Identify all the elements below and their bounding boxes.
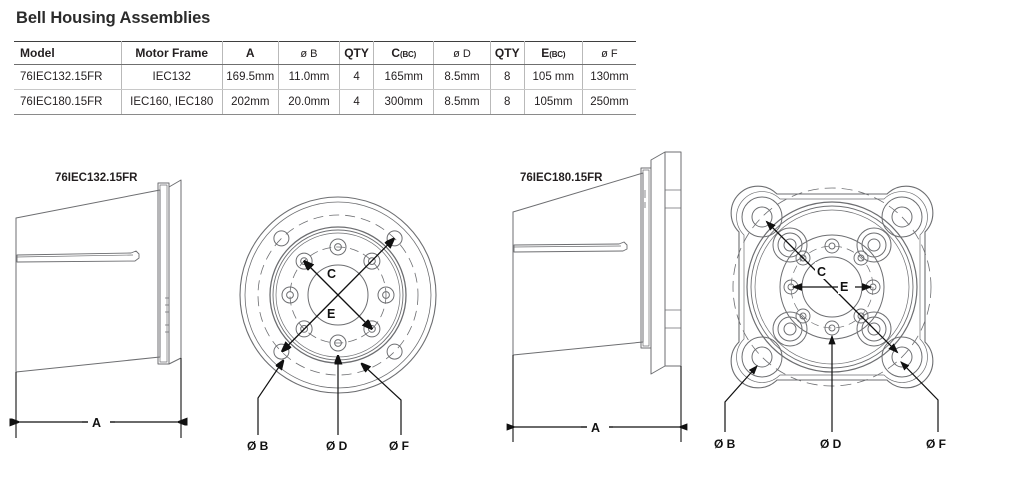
- cell-c: 165mm: [373, 64, 435, 90]
- spec-table-container: Model Motor Frame A ø B QTY C(: [14, 41, 636, 115]
- cell-b: 20.0mm: [278, 89, 340, 115]
- cell-qty-1: 4: [338, 89, 375, 115]
- column-header-e: E(BC): [523, 41, 583, 65]
- cell-b: 11.0mm: [278, 64, 340, 90]
- callout-b-right: Ø B: [714, 437, 736, 451]
- dimension-arrows-left: [283, 239, 394, 351]
- callout-d-left: Ø D: [326, 439, 348, 453]
- column-header-a: A: [221, 41, 279, 65]
- cell-qty-1: 4: [338, 64, 375, 90]
- callout-c-right-bg: [815, 262, 833, 279]
- column-header-qty-2: QTY: [489, 41, 525, 65]
- cell-f: 130mm: [581, 64, 636, 90]
- callout-e-left: E: [327, 307, 335, 321]
- table-body: 76IEC132.15FR IEC132 169.5mm 11.0mm 4 16…: [14, 64, 636, 115]
- leader-lines-right: [724, 334, 939, 432]
- column-header-c: C(BC): [373, 41, 435, 65]
- drawing-left-svg: C E Ø B Ø D Ø F A: [0, 179, 437, 453]
- table-row: 76IEC180.15FR IEC160, IEC180 202mm 20.0m…: [14, 89, 636, 115]
- column-header-model: Model: [14, 41, 122, 65]
- callout-e-right: E: [840, 280, 848, 294]
- column-header-f: ø F: [581, 41, 636, 65]
- cell-qty-2: 8: [489, 89, 525, 115]
- side-profile-left: [15, 179, 182, 373]
- cell-qty-2: 8: [489, 64, 525, 90]
- callout-d-right: Ø D: [820, 437, 842, 451]
- callout-e-right-bg: [838, 277, 855, 294]
- drawing-label-left: 76IEC132.15FR: [55, 172, 138, 184]
- cell-model: 76IEC132.15FR: [14, 64, 122, 90]
- page-title: Bell Housing Assemblies: [16, 9, 211, 27]
- cell-e: 105mm: [523, 89, 583, 115]
- callout-c-left: C: [327, 267, 336, 281]
- cell-d: 8.5mm: [433, 64, 491, 90]
- drawing-right-svg: C E Ø B Ø D Ø F A: [506, 151, 946, 451]
- leader-lines-left: [257, 356, 402, 435]
- callout-a-left: A: [92, 416, 101, 430]
- callout-c-right: C: [817, 265, 826, 279]
- table-header: Model Motor Frame A ø B QTY C(: [14, 41, 636, 65]
- dimension-arrows-right: [765, 220, 899, 354]
- side-profile-right: [512, 151, 682, 375]
- callout-f-left: Ø F: [389, 439, 409, 453]
- cell-c: 300mm: [373, 89, 435, 115]
- cell-e: 105 mm: [523, 64, 583, 90]
- column-header-d: ø D: [433, 41, 491, 65]
- column-header-motor-frame: Motor Frame: [120, 41, 223, 65]
- cell-motor-frame: IEC132: [120, 64, 223, 90]
- column-header-b: ø B: [278, 41, 340, 65]
- callout-a-left-bg: [88, 413, 110, 431]
- table-header-row: Model Motor Frame A ø B QTY C(: [14, 41, 636, 65]
- callout-b-left: Ø B: [247, 439, 269, 453]
- callout-a-right-bg: [587, 418, 609, 436]
- drawing-label-right: 76IEC180.15FR: [520, 172, 603, 184]
- table-row: 76IEC132.15FR IEC132 169.5mm 11.0mm 4 16…: [14, 64, 636, 90]
- callout-a-right: A: [591, 421, 600, 435]
- cell-motor-frame: IEC160, IEC180: [120, 89, 223, 115]
- drawing-76iec132: 76IEC132.15FR: [0, 150, 500, 490]
- cell-a: 169.5mm: [221, 64, 279, 90]
- column-header-qty-1: QTY: [338, 41, 375, 65]
- drawing-76iec180: 76IEC180.15FR: [495, 150, 1024, 490]
- callout-f-right: Ø F: [926, 437, 946, 451]
- cell-a: 202mm: [221, 89, 279, 115]
- cell-model: 76IEC180.15FR: [14, 89, 122, 115]
- cell-d: 8.5mm: [433, 89, 491, 115]
- cell-f: 250mm: [581, 89, 636, 115]
- spec-table: Model Motor Frame A ø B QTY C(: [14, 41, 636, 115]
